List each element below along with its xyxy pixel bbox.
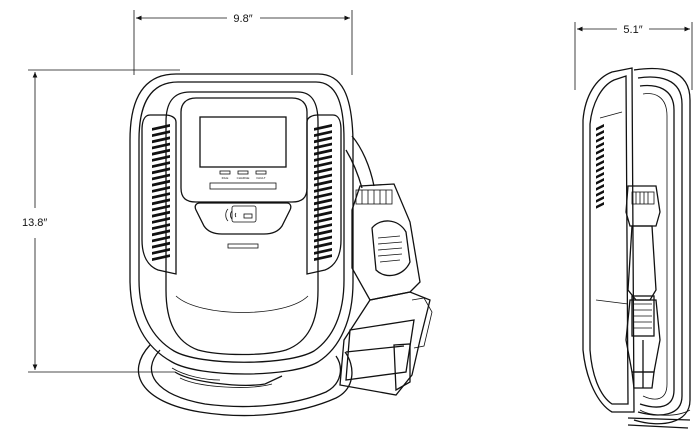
vent-slat xyxy=(596,136,604,143)
vent-slat xyxy=(596,202,604,209)
front-view: IDLE CHARGE FAULT xyxy=(129,73,433,417)
vent-slat xyxy=(596,196,604,203)
vent-slat xyxy=(314,124,332,131)
vent-slat xyxy=(152,229,170,237)
height-label: 13.8″ xyxy=(22,217,47,229)
vent-slat xyxy=(152,223,170,230)
vent-slat xyxy=(152,173,170,181)
right-vent-grille xyxy=(314,124,332,261)
vent-slat xyxy=(314,254,332,261)
vent-slat xyxy=(152,254,170,261)
vent-slat xyxy=(314,217,332,224)
vent-slat xyxy=(314,204,332,212)
vent-slat xyxy=(152,167,170,175)
vent-slat xyxy=(152,148,170,156)
status-label-idle: IDLE xyxy=(222,176,229,180)
vent-slat xyxy=(152,235,170,243)
vent-slat xyxy=(314,229,332,237)
vent-slat xyxy=(152,155,170,162)
vent-slat xyxy=(596,130,604,137)
vent-slat xyxy=(314,210,332,218)
vent-slat xyxy=(314,167,332,175)
vent-slat xyxy=(152,161,170,168)
vent-slat xyxy=(596,148,604,155)
vent-slat xyxy=(314,186,332,193)
left-vent-grille xyxy=(152,124,170,261)
vent-slat xyxy=(152,217,170,224)
vent-slat xyxy=(314,161,332,168)
vent-slat xyxy=(152,192,170,199)
vent-slat xyxy=(314,130,332,137)
vent-slat xyxy=(314,179,332,187)
vent-slat xyxy=(596,184,604,191)
vent-slat xyxy=(596,166,604,173)
vent-slat xyxy=(314,198,332,206)
vent-slat xyxy=(152,130,170,137)
width-label: 9.8″ xyxy=(233,13,252,25)
vent-slat xyxy=(596,142,604,149)
vent-slat xyxy=(596,124,604,131)
vent-slat xyxy=(314,192,332,199)
width-dimension: 9.8″ xyxy=(133,10,353,75)
vent-slat xyxy=(152,248,170,255)
vent-slat xyxy=(152,210,170,218)
vent-slat xyxy=(596,154,604,161)
vent-slat xyxy=(314,235,332,243)
vent-slat xyxy=(152,198,170,206)
vent-slat xyxy=(152,204,170,212)
vent-slat xyxy=(152,179,170,187)
side-vent-grille xyxy=(596,124,604,209)
vent-slat xyxy=(314,142,332,150)
vent-slat xyxy=(596,178,604,185)
height-dimension: 13.8″ xyxy=(22,69,180,373)
side-view xyxy=(582,67,691,429)
vent-slat xyxy=(314,173,332,181)
vent-slat xyxy=(314,155,332,162)
vent-slat xyxy=(596,160,604,167)
vent-slat xyxy=(152,142,170,150)
depth-dimension: 5.1″ xyxy=(574,22,693,90)
status-label-charge: CHARGE xyxy=(237,176,250,180)
vent-slat xyxy=(314,148,332,156)
vent-slat xyxy=(314,223,332,230)
rfid-card-icon xyxy=(225,205,257,223)
vent-slat xyxy=(596,190,604,197)
status-label-fault: FAULT xyxy=(256,176,265,180)
vent-slat xyxy=(596,172,604,179)
depth-label: 5.1″ xyxy=(623,24,642,36)
vent-slat xyxy=(152,136,170,144)
vent-slat xyxy=(314,241,332,249)
vent-slat xyxy=(152,124,170,131)
vent-slat xyxy=(152,186,170,193)
vent-slat xyxy=(314,248,332,255)
vent-slat xyxy=(314,136,332,144)
vent-slat xyxy=(152,241,170,249)
